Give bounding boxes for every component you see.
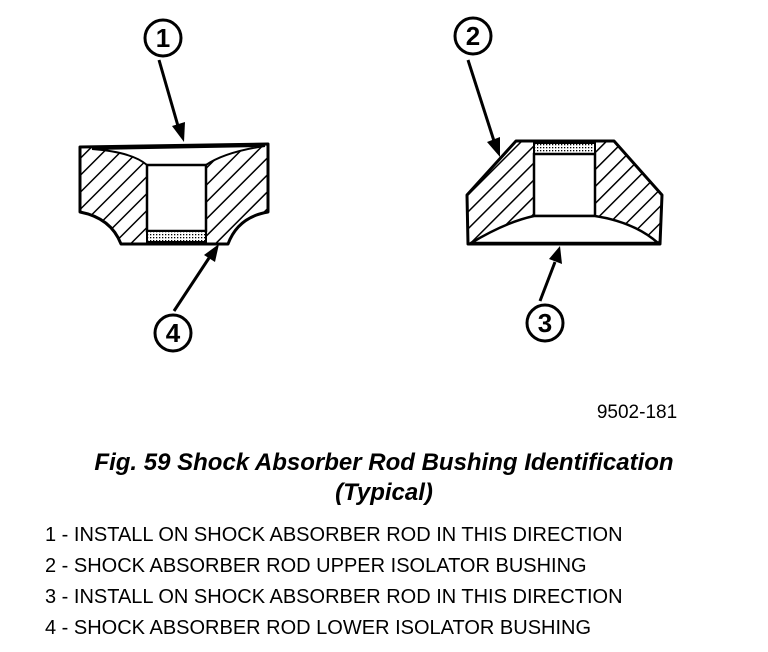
callout-3: 3 xyxy=(525,246,565,343)
upper-isolator-bushing xyxy=(465,139,664,246)
caption-title: Fig. 59 Shock Absorber Rod Bushing Ident… xyxy=(94,449,674,476)
callout-3-label: 3 xyxy=(538,308,552,338)
callout-2-label: 2 xyxy=(466,21,480,51)
figure-caption: Fig. 59 Shock Absorber Rod Bushing Ident… xyxy=(0,448,768,508)
legend-list: 1 - INSTALL ON SHOCK ABSORBER ROD IN THI… xyxy=(45,520,623,644)
legend-item: 1 - INSTALL ON SHOCK ABSORBER ROD IN THI… xyxy=(45,524,623,546)
callout-1-label: 1 xyxy=(156,23,170,53)
callout-4-label: 4 xyxy=(166,318,181,348)
legend-item: 4 - SHOCK ABSORBER ROD LOWER ISOLATOR BU… xyxy=(45,617,592,639)
drawing-number: 9502-181 xyxy=(597,402,677,423)
callout-2: 2 xyxy=(453,16,500,157)
lower-isolator-bushing xyxy=(78,142,270,246)
callout-4: 4 xyxy=(153,244,219,353)
caption-subtitle: (Typical) xyxy=(335,479,433,506)
legend-item: 3 - INSTALL ON SHOCK ABSORBER ROD IN THI… xyxy=(45,586,623,608)
legend-item: 2 - SHOCK ABSORBER ROD UPPER ISOLATOR BU… xyxy=(45,555,587,577)
callout-1: 1 xyxy=(143,18,185,142)
